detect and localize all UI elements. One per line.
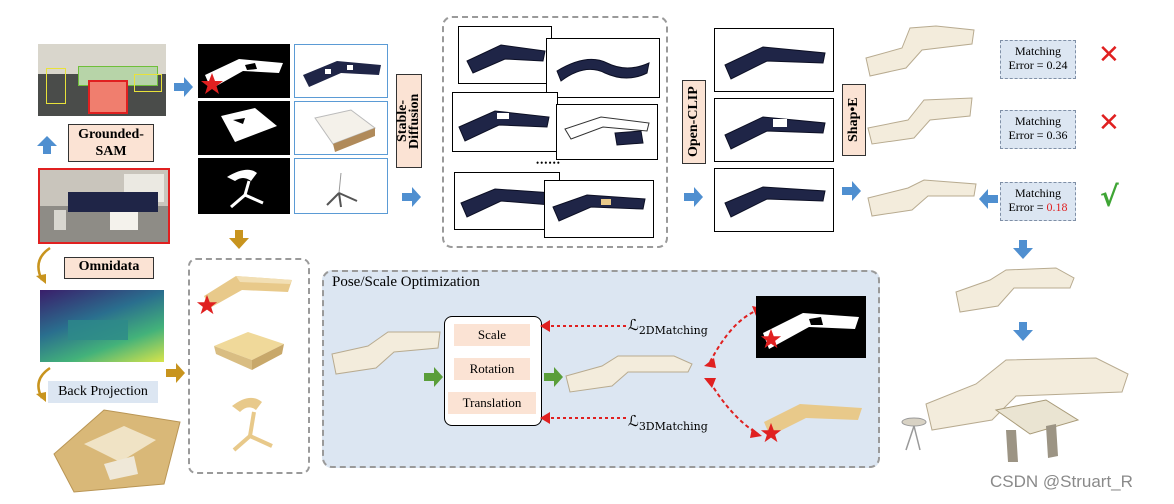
table-point-cloud-image [214, 332, 284, 370]
matching-error-box-2: Matching Error = 0.36 [1000, 110, 1076, 149]
diffusion-samples-panel [442, 16, 668, 248]
point-cloud-objects-panel [188, 258, 310, 474]
back-projection-label: Back Projection [48, 381, 158, 403]
down-arrow-icon [1013, 240, 1033, 259]
error-value: 0.36 [1046, 128, 1068, 142]
scale-item: Scale [454, 324, 530, 346]
stable-diffusion-label: Stable-Diffusion [395, 74, 422, 168]
down-arrow-icon [1013, 322, 1033, 341]
optimized-sofa-model [565, 355, 693, 393]
error-value: 0.18 [1046, 200, 1068, 214]
input-sofa-model [331, 331, 441, 375]
lamp-mask-image [198, 158, 290, 214]
grounded-sam-text: Grounded-SAM [78, 127, 144, 159]
up-arrow-icon [37, 136, 57, 154]
omnidata-label: Omnidata [64, 257, 154, 279]
loss-2d-label: ℒ2DMatching [628, 316, 708, 337]
table-crop-image [294, 101, 388, 155]
error-prefix: Error = [1008, 58, 1047, 72]
star-icon [196, 294, 218, 315]
depth-map-image [40, 290, 164, 362]
right-arrow-icon [842, 181, 861, 201]
accept-icon: √ [1100, 180, 1119, 213]
shap-e-sofa-2 [867, 97, 973, 145]
matching-label: Matching [1015, 186, 1061, 200]
error-prefix: Error = [1008, 200, 1047, 214]
matching-label: Matching [1015, 44, 1061, 58]
right-arrow-icon [544, 367, 563, 387]
selected-sofa-image-3 [714, 168, 834, 232]
error-value: 0.24 [1046, 58, 1068, 72]
loss-3d-label: ℒ3DMatching [628, 412, 708, 433]
optimized-sofa-image [955, 267, 1075, 313]
open-clip-text: Open-CLIP [686, 86, 701, 158]
error-line: Error = 0.18 [1001, 200, 1075, 214]
loss-2d-arrow [540, 320, 626, 332]
rotation-item: Rotation [454, 358, 530, 380]
curved-dashed-arrows [704, 306, 762, 438]
loss-3d-symbol: ℒ [628, 412, 639, 430]
right-arrow-icon [684, 187, 703, 207]
scene-detection-image [38, 44, 166, 116]
lamp-crop-image [294, 158, 388, 214]
point-cloud-scene-image [53, 409, 181, 493]
loss-2d-subscript: 2DMatching [638, 324, 708, 337]
loss-2d-symbol: ℒ [628, 316, 639, 334]
translation-item: Translation [448, 392, 536, 414]
shap-e-label: Shap•E [842, 84, 866, 156]
loss-3d-subscript: 3DMatching [638, 420, 708, 433]
lamp-point-cloud-image [232, 397, 273, 452]
final-scene-image [901, 357, 1129, 462]
curved-arrow-icon [36, 366, 51, 402]
left-arrow-icon [979, 189, 998, 209]
generated-sofa-image-2 [546, 38, 660, 98]
right-arrow-icon [166, 363, 185, 383]
shap-e-sofa-3 [867, 179, 977, 217]
right-arrow-icon [174, 77, 193, 97]
generated-sofa-image-5 [454, 172, 560, 230]
error-line: Error = 0.36 [1001, 128, 1075, 142]
star-icon [760, 422, 782, 443]
error-line: Error = 0.24 [1001, 58, 1075, 72]
generated-sofa-image-1 [458, 26, 552, 84]
omnidata-text: Omnidata [78, 259, 140, 274]
pose-scale-title: Pose/Scale Optimization [332, 274, 480, 290]
down-arrow-icon [229, 230, 249, 249]
reject-icon: ✕ [1098, 40, 1120, 70]
generated-sofa-image-4 [556, 104, 658, 160]
open-clip-label: Open-CLIP [682, 80, 706, 164]
stable-diffusion-text: Stable-Diffusion [395, 93, 422, 149]
target-sofa-point-cloud [764, 404, 862, 436]
shap-e-sofa-1 [865, 25, 975, 77]
watermark: CSDN @Struart_R [990, 472, 1133, 491]
selected-sofa-image-2 [714, 98, 834, 162]
more-samples-dots: •••••• [536, 158, 561, 168]
shap-e-text: Shap•E [846, 97, 861, 143]
matching-error-box-1: Matching Error = 0.24 [1000, 40, 1076, 79]
input-room-image [38, 168, 170, 244]
grounded-sam-label: Grounded-SAM [68, 124, 154, 162]
error-prefix: Error = [1008, 128, 1047, 142]
star-icon [760, 328, 782, 349]
target-sofa-mask [756, 296, 866, 358]
generated-sofa-image-6 [544, 180, 654, 238]
sofa-point-cloud-image [204, 276, 292, 308]
table-mask-image [198, 101, 290, 155]
loss-3d-arrow [540, 412, 626, 424]
generated-sofa-image-3 [452, 92, 558, 152]
reject-icon: ✕ [1098, 108, 1120, 138]
back-projection-text: Back Projection [58, 384, 148, 399]
curved-arrow-icon [36, 246, 51, 284]
sofa-crop-image [294, 44, 388, 98]
selected-sofa-image-1 [714, 28, 834, 92]
matching-label: Matching [1015, 114, 1061, 128]
right-arrow-icon [402, 187, 421, 207]
right-arrow-icon [424, 367, 443, 387]
star-icon [201, 73, 223, 94]
matching-error-box-3: Matching Error = 0.18 [1000, 182, 1076, 221]
